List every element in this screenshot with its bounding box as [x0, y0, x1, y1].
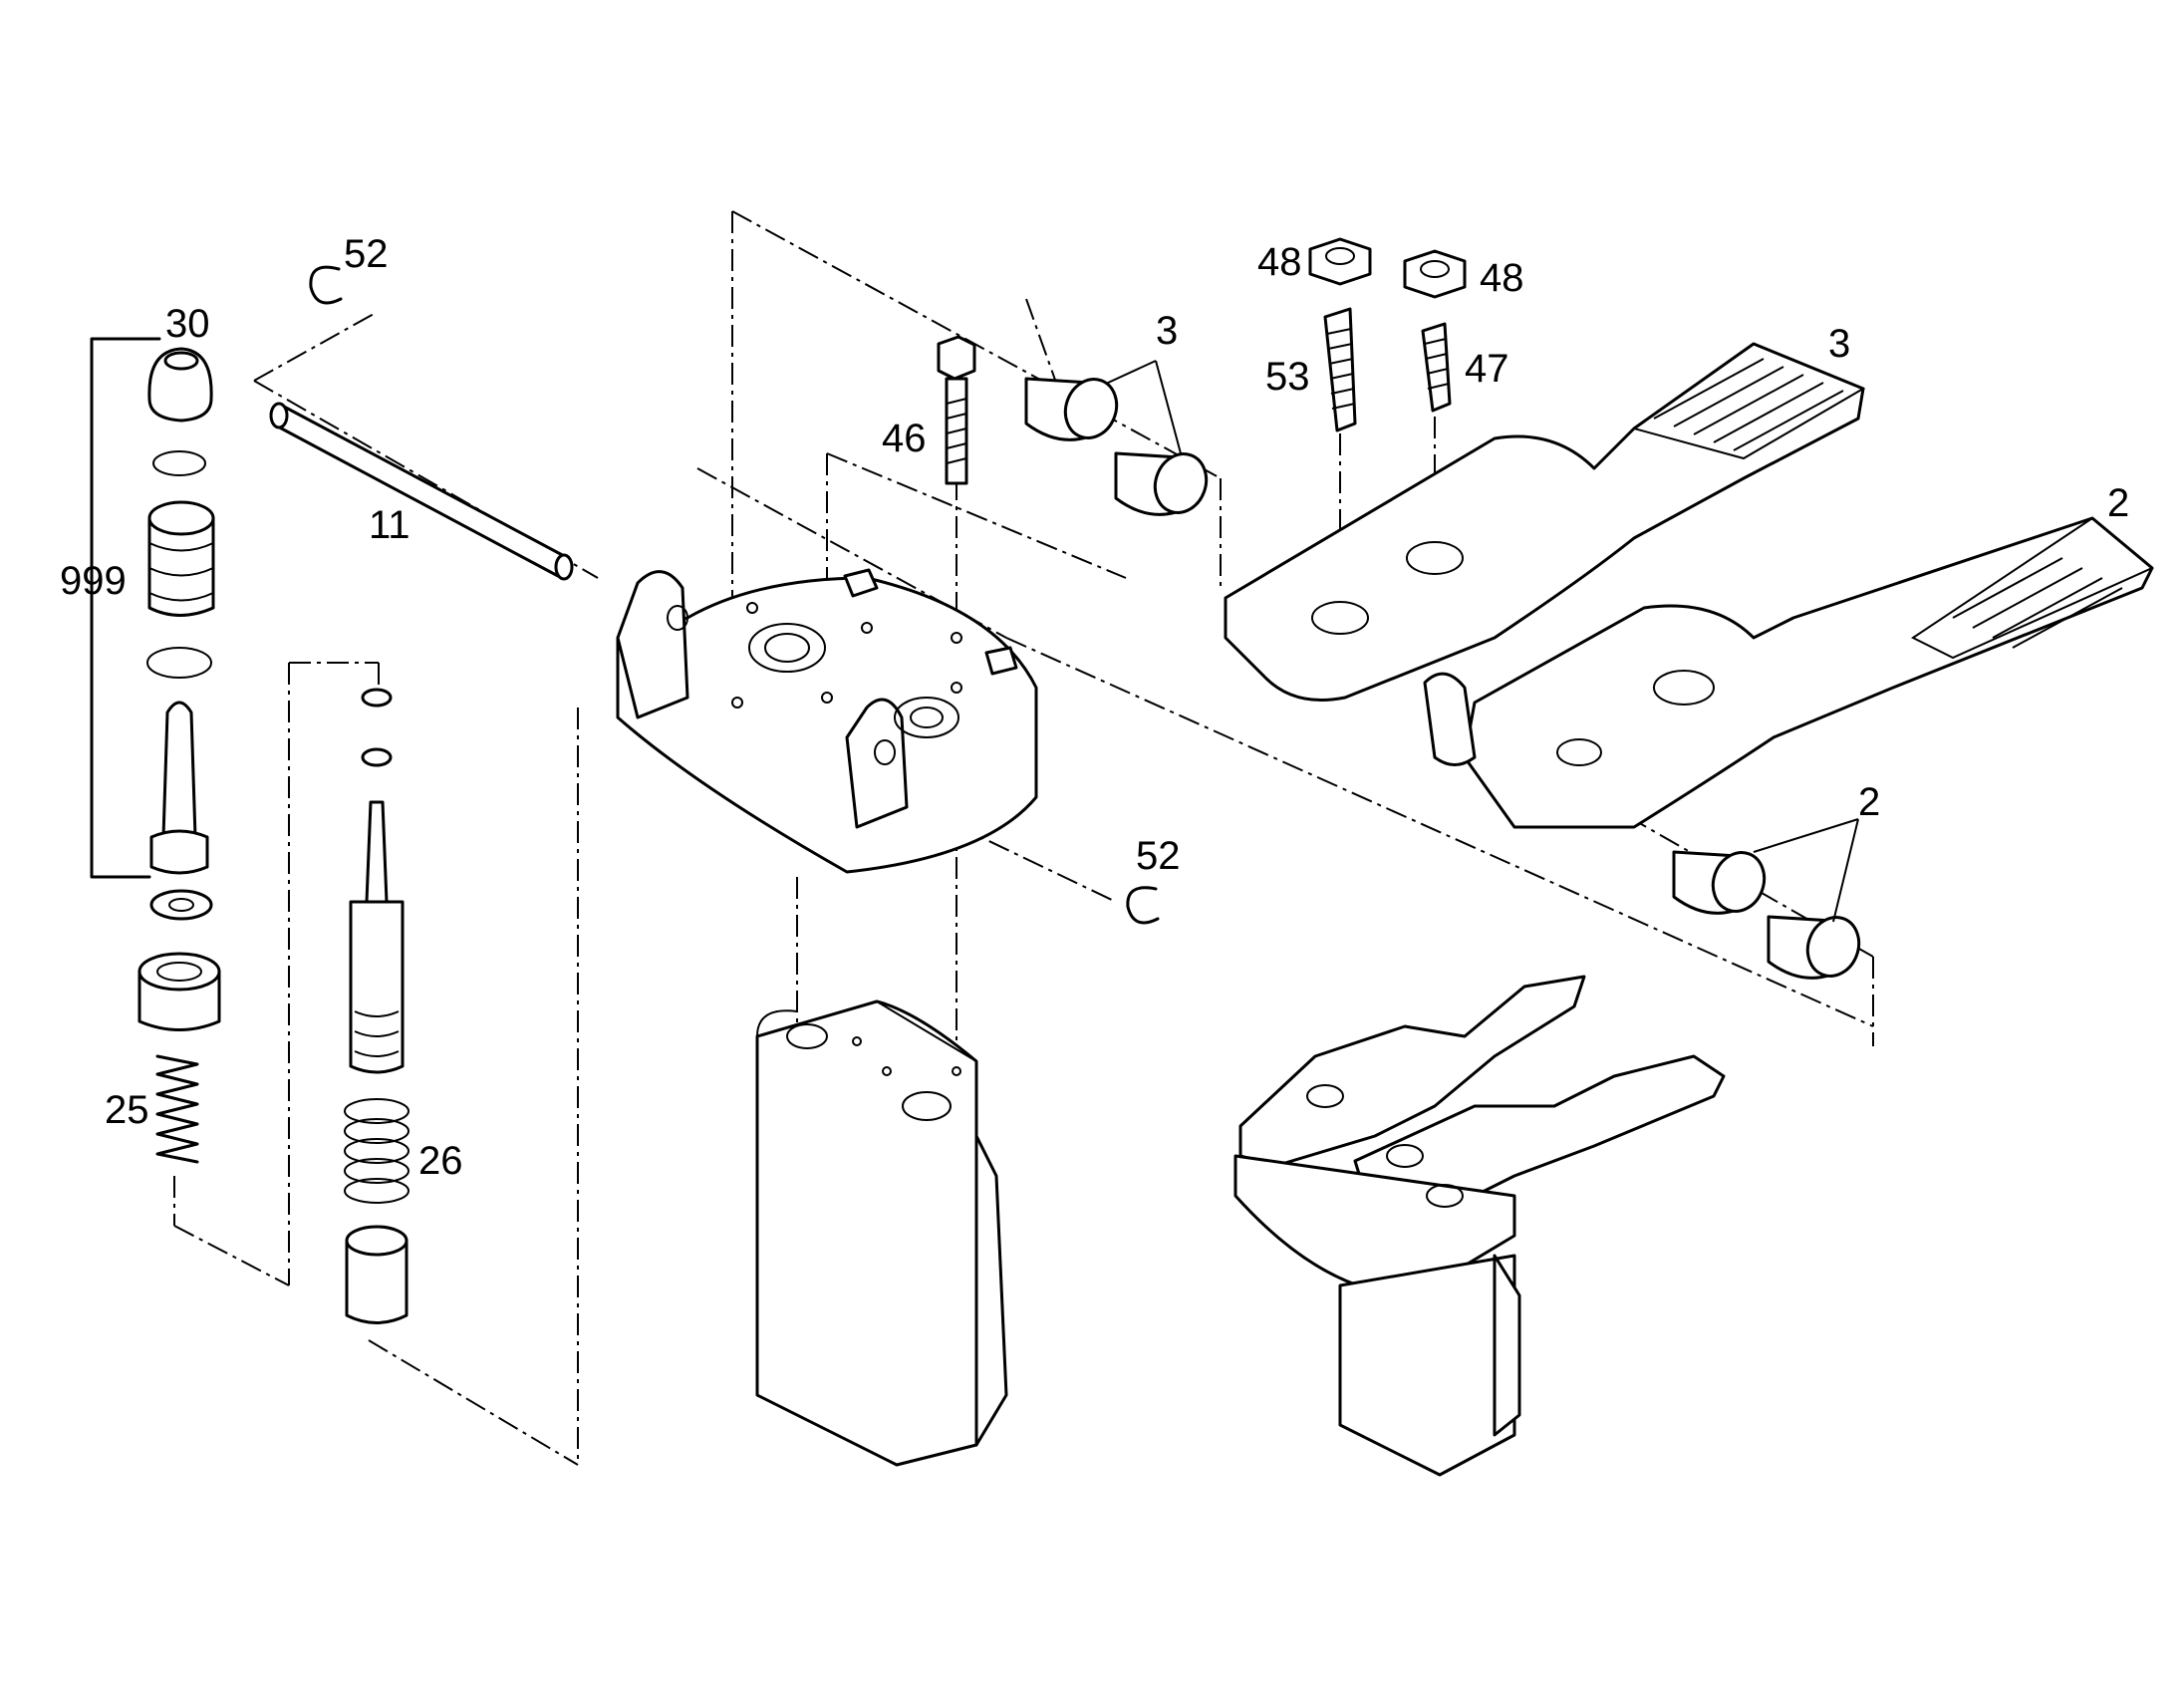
o-ring-part [146, 647, 212, 679]
callout-3-bushings: 3 [1156, 309, 1178, 353]
valve-stack-group [90, 337, 221, 1164]
bracket-999 [90, 337, 161, 879]
spring-25-part [155, 1054, 199, 1164]
o-ring-part [152, 450, 206, 476]
stem-body-part [349, 900, 405, 1074]
pin-11-part [269, 402, 574, 581]
stem-part [365, 800, 389, 904]
callout-48-right: 48 [1480, 256, 1524, 300]
bushings-2-part [1672, 850, 1861, 980]
pedal-2-part [1423, 516, 2154, 829]
spring-26-part [344, 1098, 410, 1204]
nuts-and-screws-part [1308, 237, 1467, 432]
pilot-stack-group [344, 688, 410, 1324]
housing-body-part [755, 999, 1008, 1467]
callout-2-bushings: 2 [1858, 780, 1880, 824]
callout-30: 30 [165, 302, 210, 346]
assembled-view-part [1233, 975, 1726, 1477]
circlip-52-right-part [1126, 886, 1160, 925]
callout-2-pedal: 2 [2107, 481, 2129, 525]
bushings-3-part [1024, 377, 1209, 516]
callout-999: 999 [60, 559, 127, 603]
pedal-3-part [1224, 342, 1866, 702]
sleeve-part [137, 952, 221, 1031]
callout-46: 46 [882, 417, 927, 460]
callout-53: 53 [1265, 355, 1310, 399]
callout-3-pedal: 3 [1828, 322, 1850, 366]
sleeve-lower-part [345, 1225, 409, 1324]
callout-25: 25 [105, 1088, 149, 1132]
plunger-part [149, 701, 209, 875]
circlip-52-top-part [309, 265, 343, 305]
callout-47: 47 [1465, 347, 1509, 391]
callout-leaders [1105, 360, 1859, 923]
valve-body-part [147, 500, 215, 617]
callout-26: 26 [418, 1139, 463, 1183]
callout-52-top: 52 [344, 232, 389, 276]
assembly-leader-lines [173, 210, 1874, 1466]
cap-30-part [147, 347, 213, 423]
bolt-46-part [937, 335, 976, 485]
washer-part [149, 889, 213, 921]
housing-head-part [616, 568, 1038, 874]
callout-52-right: 52 [1136, 834, 1181, 878]
callout-48-left: 48 [1257, 240, 1302, 284]
callout-11: 11 [369, 503, 410, 547]
